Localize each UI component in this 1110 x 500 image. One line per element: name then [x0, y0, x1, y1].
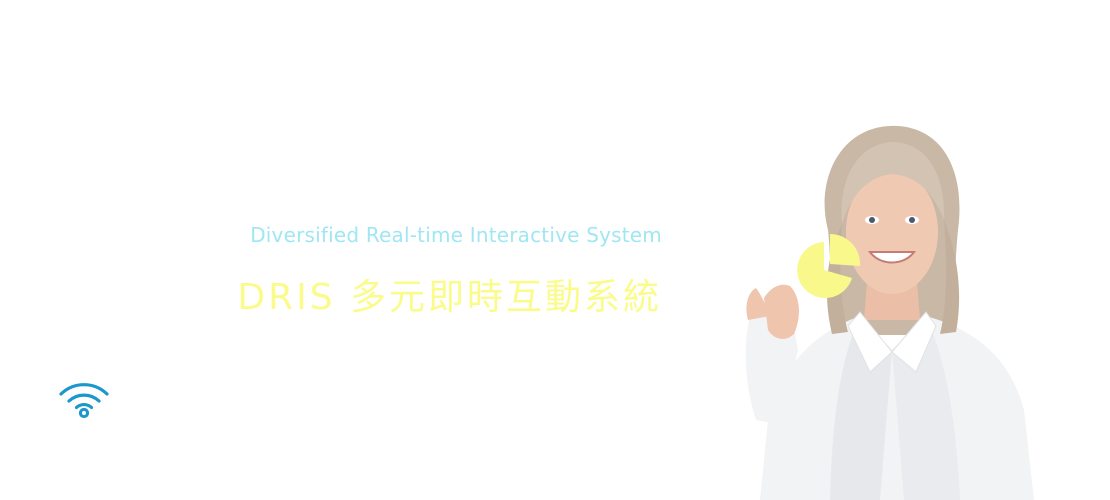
hero-subtitle: Diversified Real-time Interactive System: [250, 223, 662, 247]
wifi-icon: [59, 383, 109, 419]
pie-chart-icon: [797, 233, 861, 298]
hero-title: DRIS 多元即時互動系統: [237, 277, 662, 318]
woman-holding-pie-chart-photo: [745, 125, 1034, 500]
